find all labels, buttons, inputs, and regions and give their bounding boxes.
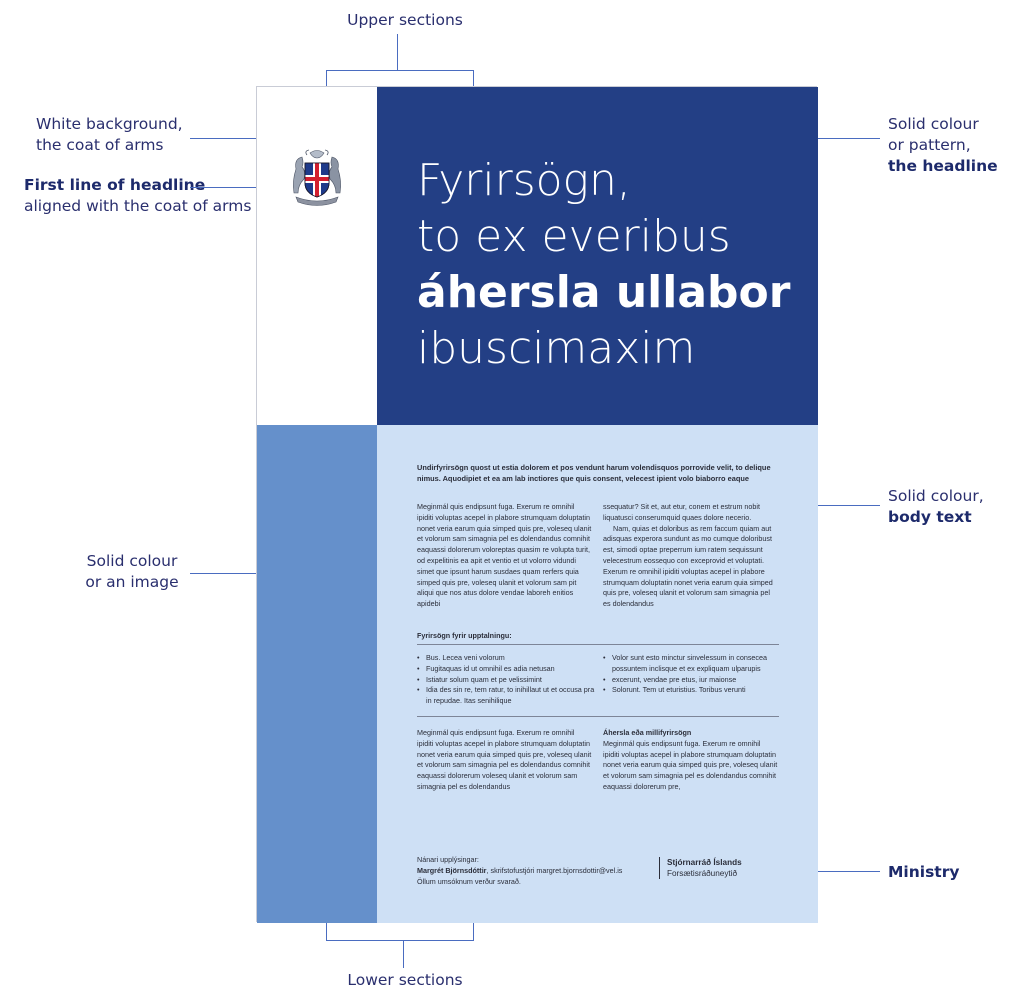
solid-headline-line1: Solid colour [888, 115, 979, 133]
ministry-annotation-text: Ministry [888, 863, 960, 881]
headline: Fyrirsögn, to ex everibus áhersla ullabo… [417, 153, 807, 377]
ministry-name: Stjórnarráð Íslands [667, 858, 742, 867]
lower-sections-label: Lower sections [330, 970, 480, 991]
upper-left-section [257, 87, 377, 425]
solid-body-line1: Solid colour, [888, 487, 984, 505]
solid-image-leader [190, 573, 267, 574]
list-top-rule [417, 644, 779, 645]
lower-bracket-stem [403, 940, 404, 968]
upper-sections-text: Upper sections [347, 11, 463, 29]
lower-sections-text: Lower sections [347, 971, 463, 989]
poster-template: Fyrirsögn, to ex everibus áhersla ullabo… [256, 86, 818, 923]
iceland-coat-of-arms-icon [293, 149, 341, 206]
list-item: Fugitaquas id ut omnihil es adia netusan [417, 664, 597, 675]
solid-headline-label: Solid colour or pattern, the headline [888, 114, 1018, 177]
contact-info: Nánari upplýsingar: Margrét Björnsdóttir… [417, 855, 647, 887]
contact-line: Margrét Björnsdóttir, skrifstofustjóri m… [417, 866, 647, 877]
white-background-line2: the coat of arms [36, 136, 164, 154]
ministry-leader [764, 871, 880, 872]
contact-name: Margrét Björnsdóttir [417, 865, 487, 875]
ministry-department: Forsætisráðuneytið [667, 869, 738, 878]
body-column-3: Meginmál quis endipsunt fuga. Exerum re … [417, 728, 592, 791]
headline-section: Fyrirsögn, to ex everibus áhersla ullabo… [377, 87, 818, 425]
contact-label: Nánari upplýsingar: [417, 855, 479, 864]
solid-headline-bold: the headline [888, 157, 998, 175]
upper-sections-label: Upper sections [330, 10, 480, 31]
headline-line-3: áhersla ullabor [417, 267, 791, 318]
ministry-annotation: Ministry [888, 862, 1018, 883]
solid-headline-leader [802, 138, 880, 139]
body-column-4-text: Meginmál quis endipsunt fuga. Exerum re … [603, 738, 778, 791]
image-section [257, 425, 377, 923]
body-column-4: Áhersla eða millifyrirsögn Meginmál quis… [603, 728, 778, 793]
upper-bracket-bar [326, 70, 474, 71]
first-line-label: First line of headline aligned with the … [24, 175, 264, 217]
solid-body-label: Solid colour, body text [888, 486, 1018, 528]
body-text-section: Undirfyrirsögn quost ut estia dolorem et… [377, 425, 818, 923]
upper-bracket-stem [397, 34, 398, 70]
body-column-1: Meginmál quis endipsunt fuga. Exerum re … [417, 502, 592, 609]
list-item: excerunt, vendae pre etus, iur maionse [603, 675, 783, 686]
body-column-2: ssequatur? Sit et, aut etur, conem et es… [603, 502, 778, 610]
list-item: Solorunt. Tem ut eturistius. Toribus ver… [603, 685, 783, 696]
headline-line-1: Fyrirsögn, [417, 155, 631, 206]
white-background-leader [190, 138, 267, 139]
bullet-list-right: Volor sunt esto minctur sinvelessum in c… [603, 653, 783, 696]
upper-bracket-right-tick [473, 70, 474, 93]
solid-image-label: Solid colour or an image [72, 551, 192, 593]
solid-body-bold: body text [888, 508, 972, 526]
body-column-2-paragraph-2: Nam, quias et doloribus as rem faccum qu… [603, 523, 773, 609]
solid-image-line1: Solid colour [86, 552, 178, 570]
headline-line-2: to ex everibus [417, 211, 731, 262]
upper-bracket-left-tick [326, 70, 327, 93]
intermediate-heading: Áhersla eða millifyrirsögn [603, 728, 692, 737]
list-item: Bus. Lecea veni volorum [417, 653, 597, 664]
list-bottom-rule [417, 716, 779, 717]
list-item: Idia des sin re, tem ratur, to inihillau… [417, 685, 597, 707]
solid-headline-line2: or pattern, [888, 136, 971, 154]
lower-bracket-bar [326, 940, 474, 941]
solid-image-line2: or an image [85, 573, 179, 591]
headline-line-4: ibuscimaxim [417, 323, 696, 374]
first-line-bold-text: First line of headline [24, 176, 206, 194]
ministry-signature: Stjórnarráð Íslands Forsætisráðuneytið [659, 857, 742, 879]
bullet-list-left: Bus. Lecea veni volorum Fugitaquas id ut… [417, 653, 597, 707]
list-heading: Fyrirsögn fyrir upptalningu: [417, 631, 512, 640]
contact-note: Öllum umsóknum verður svarað. [417, 876, 521, 886]
lower-bracket-left-tick [326, 915, 327, 940]
first-line-rest-text: aligned with the coat of arms [24, 197, 252, 215]
white-background-line1: White background, [36, 115, 183, 133]
list-item: Istiatur solum quam et pe velissimint [417, 675, 597, 686]
body-column-2-paragraph-1: ssequatur? Sit et, aut etur, conem et es… [603, 502, 761, 522]
contact-detail: , skrifstofustjóri margret.bjornsdottir@… [486, 865, 623, 875]
lower-bracket-right-tick [473, 915, 474, 940]
list-item: Volor sunt esto minctur sinvelessum in c… [603, 653, 783, 675]
solid-body-leader [802, 505, 880, 506]
lede-paragraph: Undirfyrirsögn quost ut estia dolorem et… [417, 463, 771, 483]
white-background-label: White background, the coat of arms [36, 114, 236, 156]
